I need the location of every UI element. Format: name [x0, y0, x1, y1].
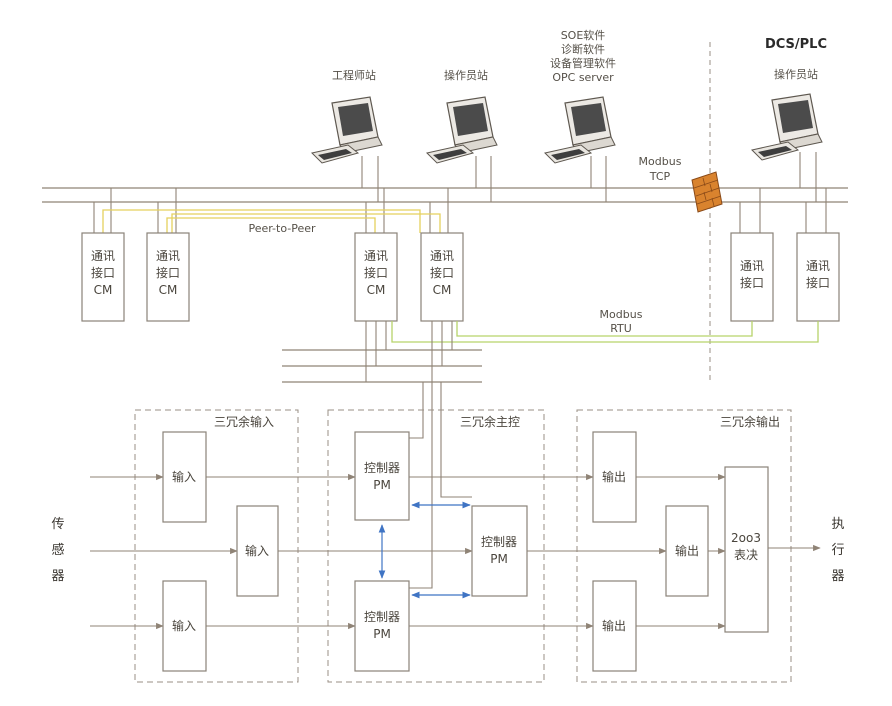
svg-text:接口: 接口 — [364, 265, 388, 280]
control-group-title: 三冗余主控 — [460, 414, 520, 429]
svg-text:接口: 接口 — [156, 265, 180, 280]
engineer-station-label: 工程师站 — [332, 68, 376, 82]
svg-text:PM: PM — [373, 478, 391, 492]
actuator-label-3: 器 — [831, 569, 844, 584]
svg-text:CM: CM — [94, 283, 113, 297]
input-group-title: 三冗余输入 — [214, 414, 274, 429]
control-group — [327, 409, 545, 683]
comm-module-cm-3: 通讯 接口 CM — [354, 232, 398, 322]
comm-module-cm-2: 通讯 接口 CM — [146, 232, 190, 322]
workstation-connections — [361, 152, 817, 202]
peer-to-peer-links — [102, 209, 441, 233]
cm-io-connections — [365, 321, 453, 382]
voter-2oo3: 2oo3 表决 — [724, 466, 769, 633]
modbus-rtu-label-line2: RTU — [610, 322, 632, 335]
svg-text:表决: 表决 — [734, 548, 758, 562]
computer-icon — [311, 96, 383, 164]
input-group — [134, 409, 299, 683]
ethernet-buses — [42, 187, 848, 203]
operator-station-label: 操作员站 — [444, 68, 488, 82]
controller-sync-arrows — [378, 501, 471, 599]
svg-text:输出: 输出 — [602, 469, 626, 484]
controller-pm-2: 控制器 PM — [471, 505, 528, 597]
modbus-tcp-label-line2: TCP — [649, 170, 671, 183]
input-block-3: 输入 — [162, 580, 207, 672]
computer-icon — [544, 96, 616, 164]
svg-text:通讯: 通讯 — [430, 249, 454, 263]
output-group-title: 三冗余输出 — [720, 414, 780, 429]
actuator-label-2: 行 — [831, 543, 844, 558]
software-label-opc: OPC server — [552, 71, 614, 84]
modbus-rtu-label: Modbus — [600, 308, 643, 321]
controller-pm-3: 控制器 PM — [354, 580, 410, 672]
output-group — [576, 409, 792, 683]
svg-text:输入: 输入 — [245, 543, 269, 558]
output-block-1: 输出 — [592, 431, 637, 523]
svg-text:通讯: 通讯 — [91, 249, 115, 263]
svg-text:控制器: 控制器 — [364, 461, 400, 475]
dcs-comm-module-2: 通讯 接口 — [796, 232, 840, 322]
computer-icon — [426, 96, 498, 164]
svg-text:输出: 输出 — [675, 543, 699, 558]
software-label-diagnostic: 诊断软件 — [561, 42, 605, 56]
svg-text:控制器: 控制器 — [481, 535, 517, 549]
actuator-label-1: 执 — [831, 517, 844, 532]
io-buses — [282, 349, 482, 383]
svg-text:接口: 接口 — [806, 275, 830, 290]
firewall-icon — [691, 171, 723, 213]
dcs-comm-module-1: 通讯 接口 — [730, 232, 774, 322]
peer-to-peer-label: Peer-to-Peer — [248, 222, 316, 235]
output-block-3: 输出 — [592, 580, 637, 672]
software-label-asset-mgmt: 设备管理软件 — [550, 56, 616, 70]
input-block-2: 输入 — [236, 505, 279, 597]
svg-text:接口: 接口 — [430, 265, 454, 280]
modbus-rtu-links — [391, 321, 819, 343]
svg-text:接口: 接口 — [91, 265, 115, 280]
modbus-tcp-label: Modbus — [639, 155, 682, 168]
svg-text:PM: PM — [373, 627, 391, 641]
svg-text:通讯: 通讯 — [156, 249, 180, 263]
svg-text:PM: PM — [490, 552, 508, 566]
svg-text:CM: CM — [367, 283, 386, 297]
sensor-label-1: 传 — [51, 517, 64, 532]
signal-arrows — [90, 473, 821, 630]
svg-text:输入: 输入 — [172, 618, 196, 633]
svg-text:接口: 接口 — [740, 275, 764, 290]
svg-text:输出: 输出 — [602, 618, 626, 633]
svg-text:通讯: 通讯 — [806, 259, 830, 273]
controller-bus-connections — [409, 382, 472, 589]
sensor-label-3: 器 — [51, 569, 64, 584]
svg-text:CM: CM — [159, 283, 178, 297]
svg-text:控制器: 控制器 — [364, 610, 400, 624]
dcs-operator-station-label: 操作员站 — [774, 67, 818, 81]
controller-pm-1: 控制器 PM — [354, 431, 410, 521]
svg-text:通讯: 通讯 — [364, 249, 388, 263]
comm-module-cm-1: 通讯 接口 CM — [81, 232, 125, 322]
dcs-plc-title: DCS/PLC — [765, 37, 827, 52]
svg-text:CM: CM — [433, 283, 452, 297]
computer-icon — [751, 93, 823, 161]
output-block-2: 输出 — [665, 505, 709, 597]
svg-text:通讯: 通讯 — [740, 259, 764, 273]
software-label-soe: SOE软件 — [561, 28, 606, 42]
svg-text:2oo3: 2oo3 — [731, 531, 761, 545]
svg-text:输入: 输入 — [172, 469, 196, 484]
comm-module-cm-4: 通讯 接口 CM — [420, 232, 464, 322]
sensor-label-2: 感 — [51, 542, 64, 558]
input-block-1: 输入 — [162, 431, 207, 523]
